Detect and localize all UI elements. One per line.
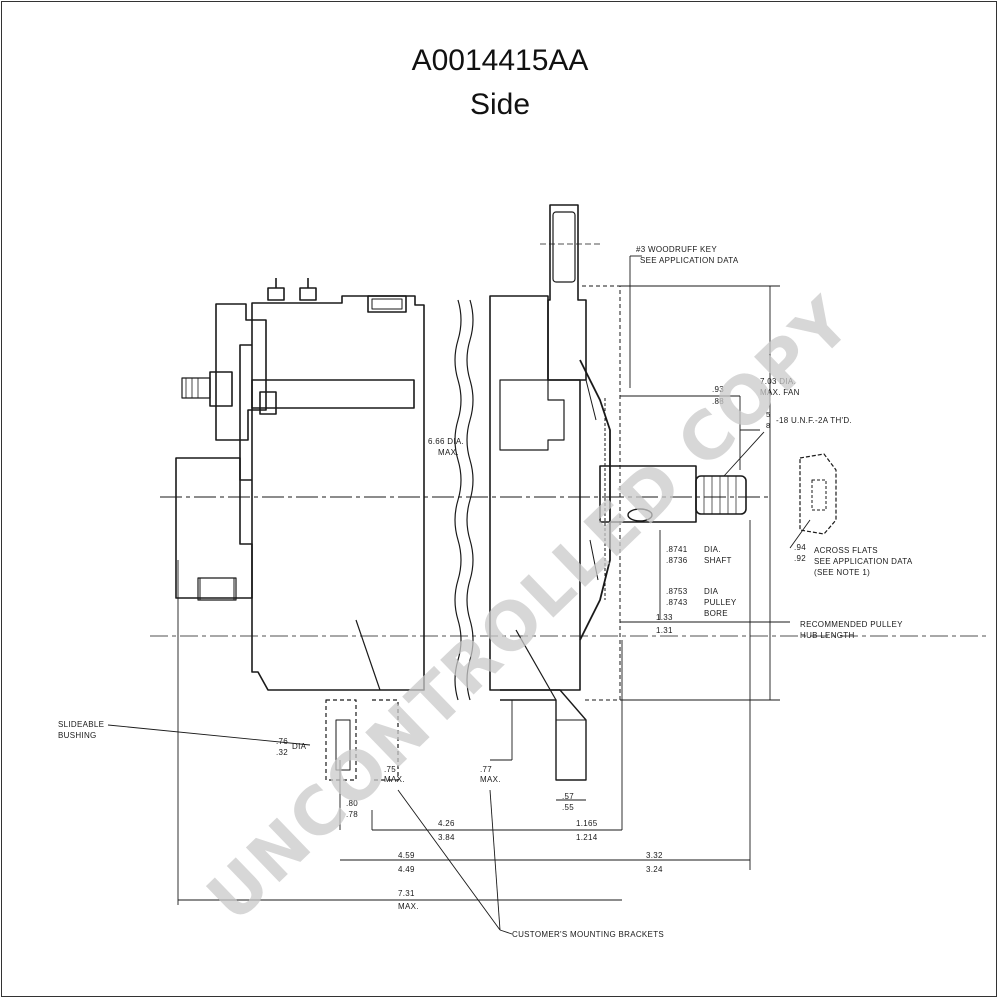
dim-1165: 1.165: [576, 819, 598, 828]
shaft-dia-b: .8736: [666, 556, 688, 565]
dim-88: .88: [712, 397, 724, 406]
dim-93: .93: [712, 385, 724, 394]
dim-324: 3.24: [646, 865, 663, 874]
thread-fraction-den: 8: [766, 421, 770, 430]
mount-bracket-front: [500, 689, 587, 781]
threaded-shaft-end: [695, 475, 747, 515]
rear-lower-mount: [175, 457, 253, 599]
bushing-dia-32: .32: [276, 748, 288, 757]
shaft-dia-a: .8741: [666, 545, 688, 554]
max-75: .75: [384, 765, 396, 774]
dim-57: .57: [562, 792, 574, 801]
rear-step: [239, 344, 252, 481]
hub-133: 1.33: [656, 613, 673, 622]
fan-dia-label: 7.03 DIA.: [760, 377, 796, 386]
body-dia-note: MAX.: [438, 448, 459, 457]
dim-1214: 1.214: [576, 833, 598, 842]
side-nut-2: [259, 391, 277, 415]
dim-459: 4.59: [398, 851, 415, 860]
dimension-lines: [107, 255, 811, 935]
dim-332: 3.32: [646, 851, 663, 860]
pulley-nut: [799, 453, 837, 535]
brackets-label: CUSTOMER'S MOUNTING BRACKETS: [512, 930, 664, 939]
flats-94: .94: [794, 543, 806, 552]
view-subtitle: Side: [469, 88, 531, 121]
break-line-1: [454, 299, 462, 701]
terminal-stud-1: [267, 287, 285, 301]
bore-word: BORE: [704, 609, 728, 618]
bushing-dia-word: DIA: [292, 742, 307, 751]
shaft-dia-word: DIA.: [704, 545, 721, 554]
bore-pulley-word: PULLEY: [704, 598, 737, 607]
shaft-word: SHAFT: [704, 556, 732, 565]
rear-terminal-block: [367, 295, 407, 313]
body-dia-label: 6.66 DIA.: [428, 437, 464, 446]
part-number-title: A0014415AA: [411, 44, 589, 77]
thread-spec: -18 U.N.F.-2A TH'D.: [776, 416, 852, 425]
fan-dia-note: MAX. FAN: [760, 388, 800, 397]
fan-blade-profile: [579, 359, 611, 641]
flats-label: ACROSS FLATS: [814, 546, 878, 555]
bushing-label: SLIDEABLE: [58, 720, 104, 729]
rear-housing: [251, 295, 425, 691]
bushing-note: BUSHING: [58, 731, 97, 740]
max-77-word: MAX.: [480, 775, 501, 784]
hub-131: 1.31: [656, 626, 673, 635]
break-line-2: [466, 299, 474, 701]
woodruff-key: [627, 508, 653, 522]
max-77: .77: [480, 765, 492, 774]
max-75-word: MAX.: [384, 775, 405, 784]
hub-length-label: RECOMMENDED PULLEY: [800, 620, 903, 629]
hub-length-note: HUB LENGTH: [800, 631, 855, 640]
dim-731-max: MAX.: [398, 902, 419, 911]
dim-731: 7.31: [398, 889, 415, 898]
terminal-bracket: [215, 303, 267, 441]
bore-dia-b: .8743: [666, 598, 688, 607]
flats-note-ref: (SEE NOTE 1): [814, 568, 870, 577]
bushing-dia-76: .76: [276, 737, 288, 746]
dim-55: .55: [562, 803, 574, 812]
front-mounting-ear: [547, 204, 587, 381]
bore-dia-word: DIA: [704, 587, 719, 596]
side-nut: [209, 371, 233, 407]
dim-80: .80: [346, 799, 358, 808]
dim-384: 3.84: [438, 833, 455, 842]
rear-rib: [251, 379, 415, 409]
woodruff-key-label: #3 WOODRUFF KEY: [636, 245, 717, 254]
terminal-stud-2: [299, 287, 317, 301]
flats-note: SEE APPLICATION DATA: [814, 557, 913, 566]
bore-dia-a: .8753: [666, 587, 688, 596]
dim-78: .78: [346, 810, 358, 819]
fan-outline: [582, 285, 621, 701]
flats-92: .92: [794, 554, 806, 563]
dim-426: 4.26: [438, 819, 455, 828]
thread-fraction-num: 5: [766, 410, 770, 419]
dim-449: 4.49: [398, 865, 415, 874]
woodruff-key-note: SEE APPLICATION DATA: [640, 256, 739, 265]
